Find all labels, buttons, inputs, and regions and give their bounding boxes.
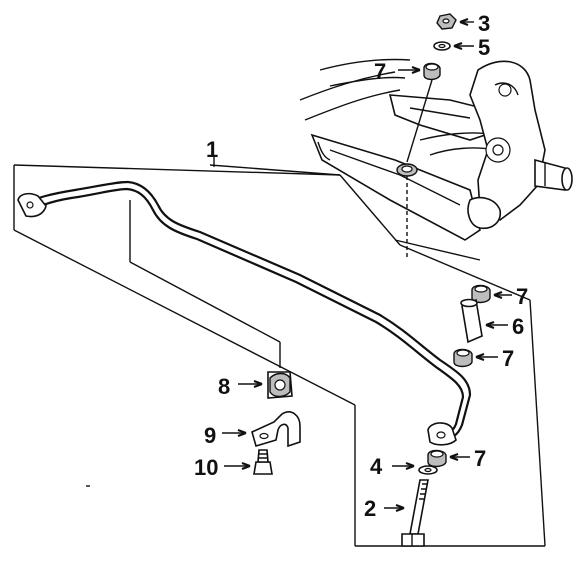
callout-2: 2 xyxy=(364,496,376,521)
reference-lines xyxy=(129,164,341,368)
part-8-bar-bushing: 8 xyxy=(218,371,293,399)
part-7-upper-bushing: 7 xyxy=(374,59,441,163)
callout-7-link-top: 7 xyxy=(516,284,528,309)
part-10-bolt: 10 xyxy=(194,449,273,480)
callout-5: 5 xyxy=(478,35,490,60)
callout-7-link-lower: 7 xyxy=(474,446,486,471)
callout-7-upper: 7 xyxy=(374,59,386,84)
link-stack: 7 6 7 7 4 2 xyxy=(364,284,528,547)
part-1-label: 1 xyxy=(206,137,218,167)
callout-8: 8 xyxy=(218,374,230,399)
callout-9: 9 xyxy=(204,423,216,448)
callout-6: 6 xyxy=(512,314,524,339)
callout-7-link-mid: 7 xyxy=(502,346,514,371)
assembly-outline-frame xyxy=(13,164,546,547)
part-5-washer: 5 xyxy=(433,35,490,60)
callout-3: 3 xyxy=(478,11,490,36)
stabilizer-bar xyxy=(17,180,472,446)
callout-1: 1 xyxy=(206,137,218,162)
callout-4: 4 xyxy=(370,454,383,479)
callout-10: 10 xyxy=(194,455,218,480)
front-suspension-assembly xyxy=(299,58,573,261)
part-9-bracket: 9 xyxy=(204,411,301,448)
part-3-nut: 3 xyxy=(436,11,490,36)
